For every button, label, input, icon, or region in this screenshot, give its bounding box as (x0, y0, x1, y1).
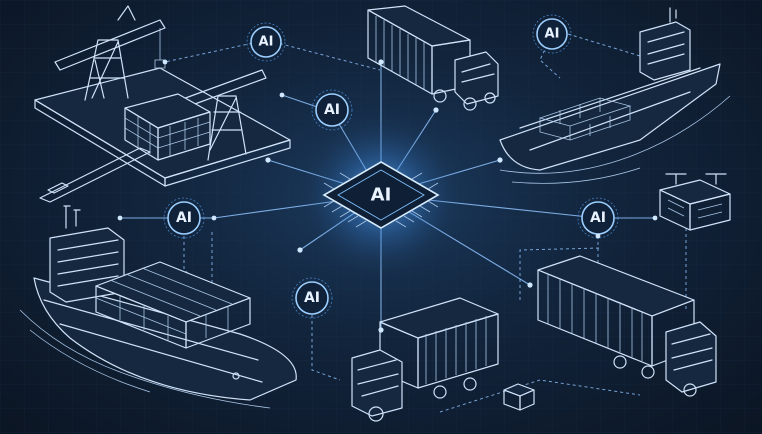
container-truck-icon (537, 255, 717, 397)
node-label: AI (304, 290, 320, 306)
ai-node-lower-center: AI (291, 277, 333, 319)
container-truck-icon (351, 297, 499, 422)
network-junctions (117, 59, 658, 333)
container-truck-icon (367, 5, 499, 111)
node-label: AI (176, 210, 192, 226)
node-label: AI (545, 27, 560, 42)
hub-label: AI (371, 185, 392, 206)
cargo-ship-icon (499, 7, 731, 184)
ai-node-upper-center: AI (311, 89, 353, 131)
ai-node-top-right: AI (532, 14, 572, 54)
warehouse-drone-icon (659, 173, 731, 231)
node-label: AI (324, 102, 340, 118)
ai-node-top-left: AI (246, 22, 286, 62)
cargo-ship-icon (19, 205, 297, 409)
ai-chip-icon: AI (322, 161, 440, 229)
port-cranes-icon (34, 5, 291, 203)
node-label: AI (259, 35, 274, 50)
container-box-icon (503, 383, 535, 411)
ai-node-middle-left: AI (163, 197, 205, 239)
node-label: AI (590, 210, 606, 226)
